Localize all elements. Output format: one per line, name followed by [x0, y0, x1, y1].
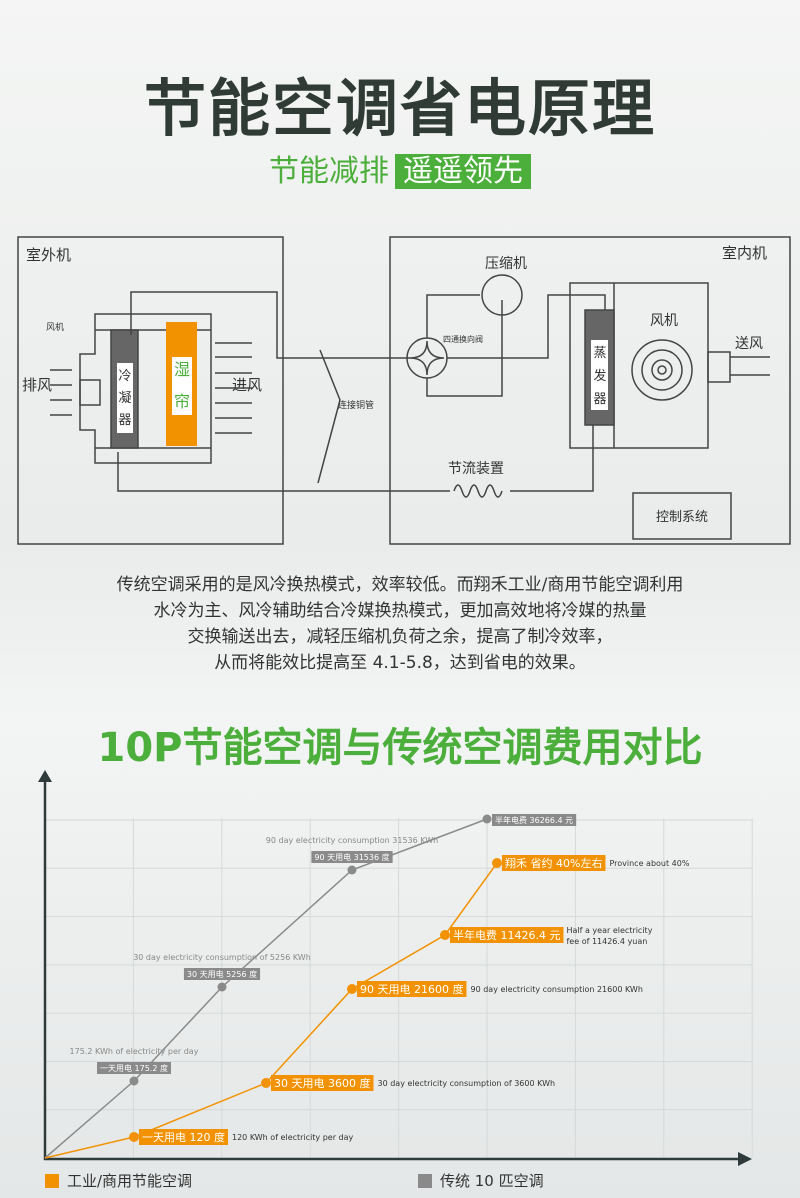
pipe-top — [130, 291, 410, 359]
pipe-bottom — [117, 420, 594, 492]
description-line: 从而将能效比提高至 4.1-5.8，达到省电的效果。 — [214, 653, 586, 673]
wet-curtain-label-1: 湿 — [174, 360, 190, 379]
data-label-tag-bg — [97, 1062, 171, 1074]
data-label-tag: 90 天用电 21600 度 — [360, 982, 463, 996]
data-point — [129, 1132, 139, 1142]
x-axis-arrow — [738, 1152, 752, 1166]
data-label-tag-bg — [450, 927, 564, 943]
data-label-tag: 30 天用电 5256 度 — [187, 969, 257, 979]
data-label-tag: 一天用电 175.2 度 — [100, 1063, 168, 1073]
data-label-tag-bg — [357, 981, 467, 997]
data-label-note: 30 day electricity consumption of 5256 K… — [133, 953, 311, 962]
blower-fan — [631, 339, 693, 401]
description: 传统空调采用的是风冷换热模式，效率较低。而翔禾工业/商用节能空调利用 水冷为主、… — [0, 572, 800, 676]
data-label-tag-bg — [311, 851, 393, 863]
four-way-valve-label: 四通换向阀 — [443, 334, 483, 344]
condenser-label-2: 凝 — [118, 390, 131, 406]
legend-swatch — [45, 1173, 59, 1188]
data-label-tag: 一天用电 120 度 — [142, 1130, 225, 1144]
exhaust-label: 排风 — [22, 376, 52, 394]
description-line: 传统空调采用的是风冷换热模式，效率较低。而翔禾工业/商用节能空调利用 — [116, 575, 684, 595]
fan-motor — [79, 379, 101, 406]
data-label-tag: 30 天用电 3600 度 — [274, 1076, 370, 1090]
condenser-label-3: 器 — [118, 413, 131, 428]
data-label-note: 120 KWh of electricity per day — [232, 1133, 354, 1142]
indoor-unit-box — [389, 236, 791, 545]
data-point — [482, 814, 492, 824]
data-label-note: fee of 11426.4 yuan — [566, 937, 647, 946]
ac-principle-diagram: 室外机 室内机 冷 凝 器 湿 帘 风机 排风 进风 连接铜管 压缩机 四通换向… — [17, 236, 791, 545]
y-axis-arrow — [38, 770, 52, 782]
control-system-box — [632, 492, 732, 540]
data-label-tag: 半年电费 11426.4 元 — [453, 928, 560, 942]
fan-label: 风机 — [650, 313, 678, 329]
data-point — [492, 858, 502, 868]
chart-title: 10P节能空调与传统空调费用对比 — [97, 725, 703, 771]
indoor-label: 室内机 — [722, 244, 767, 262]
description-line: 水冷为主、风冷辅助结合冷媒换热模式，更加高效地将冷媒的热量 — [153, 601, 647, 621]
subtitle: 节能减排遥遥领先 — [0, 146, 800, 190]
data-point — [440, 930, 450, 940]
outdoor-label: 室外机 — [26, 246, 71, 264]
data-label-tag-bg — [502, 855, 606, 871]
throttle-label: 节流装置 — [448, 461, 504, 477]
legend-label: 工业/商用节能空调 — [67, 1172, 193, 1190]
data-point — [347, 984, 357, 994]
subtitle-text: 节能减排 — [269, 154, 389, 189]
compressor-label: 压缩机 — [485, 256, 527, 272]
wet-curtain-label-2: 帘 — [174, 392, 190, 411]
air-arrows — [50, 342, 770, 434]
page-title: 节能空调省电原理 — [143, 72, 656, 145]
throttle-coil — [453, 484, 503, 498]
data-label-tag-bg — [139, 1129, 228, 1145]
legend-swatch — [418, 1173, 432, 1188]
data-point — [347, 865, 357, 875]
legend-item-energy-saving: 工业/商用节能空调 — [45, 1170, 192, 1191]
data-point — [217, 982, 227, 992]
data-label-note: 30 day electricity consumption of 3600 K… — [377, 1079, 555, 1088]
series-line — [44, 862, 498, 1159]
data-label-note: 90 day electricity consumption 21600 KWh — [470, 985, 642, 994]
data-label-note: Province about 40% — [609, 859, 689, 868]
data-label-tag: 半年电费 36266.4 元 — [495, 815, 573, 825]
intake-label: 进风 — [232, 376, 262, 394]
subtitle-highlight: 遥遥领先 — [395, 154, 531, 189]
supply-air-label: 送风 — [735, 336, 763, 352]
data-point — [261, 1078, 271, 1088]
condenser-label-1: 冷 — [118, 369, 131, 384]
control-system-label: 控制系统 — [656, 510, 708, 525]
data-label-tag-bg — [271, 1075, 374, 1091]
data-label-tag-bg — [492, 814, 577, 826]
compressor — [481, 274, 523, 316]
description-line: 交换输送出去，减轻压缩机负荷之余，提高了制冷效率， — [187, 627, 613, 647]
data-label-tag-bg — [183, 968, 261, 980]
evaporator-label-3: 器 — [593, 392, 606, 407]
copper-pipe-label: 连接铜管 — [338, 399, 374, 411]
outdoor-housing — [79, 313, 212, 464]
data-point — [129, 1076, 139, 1086]
data-label-note: 90 day electricity consumption 31536 KWh — [266, 836, 438, 845]
legend-label: 传统 10 匹空调 — [440, 1172, 544, 1190]
data-label-note: Half a year electricity — [566, 926, 652, 935]
legend-item-traditional: 传统 10 匹空调 — [418, 1170, 544, 1191]
evaporator-label-1: 蒸 — [593, 346, 606, 361]
outdoor-unit-box — [17, 236, 284, 545]
evaporator-label-2: 发 — [593, 368, 606, 384]
fan-small-label: 风机 — [46, 321, 64, 333]
copper-pipe-pointer — [317, 349, 341, 484]
data-label-tag: 翔禾 省约 40%左右 — [505, 856, 602, 870]
data-label-tag: 90 天用电 31536 度 — [314, 852, 389, 862]
data-label-note: 175.2 KWh of electricity per day — [70, 1047, 199, 1056]
